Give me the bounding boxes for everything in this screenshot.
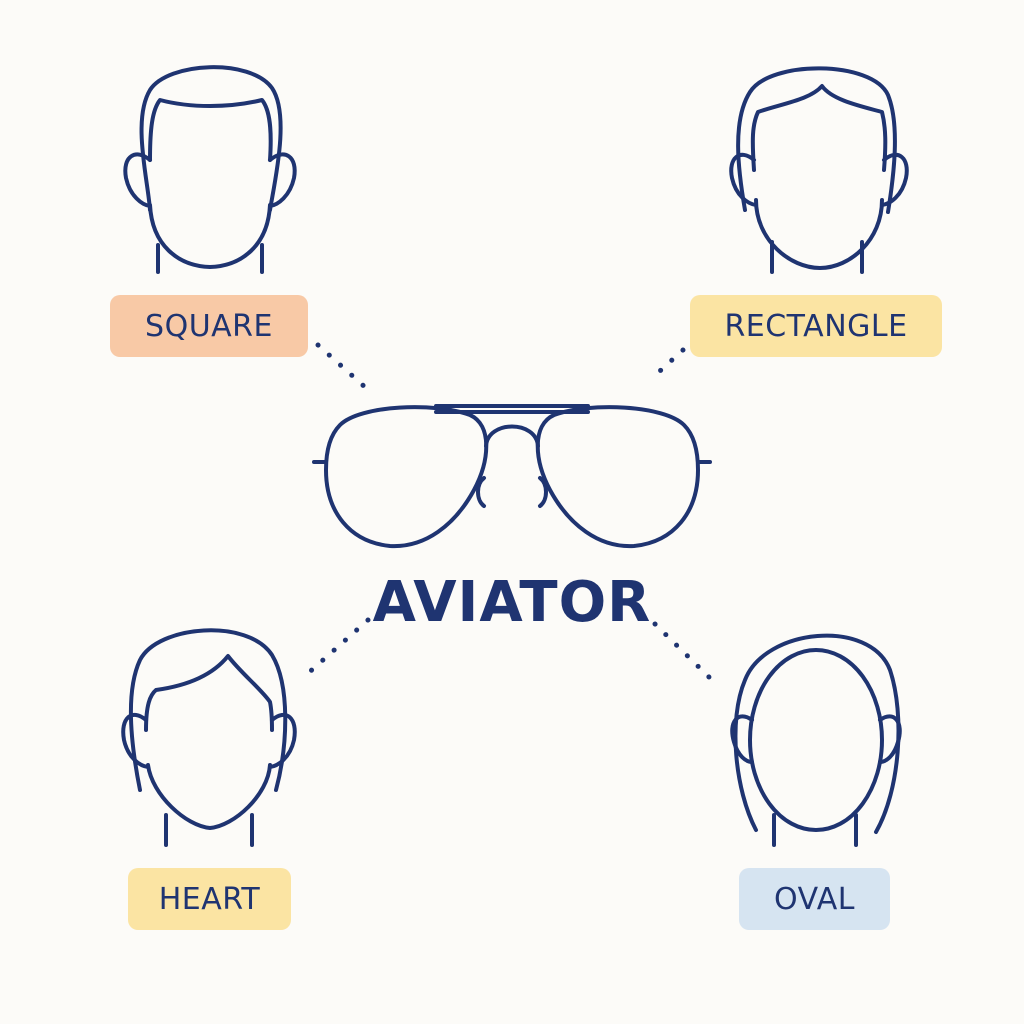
connector-heart — [302, 617, 371, 679]
face-label-heart: HEART — [128, 868, 291, 930]
face-label-oval: OVAL — [739, 868, 890, 930]
connector-square — [315, 342, 369, 391]
square-face-icon — [123, 65, 297, 274]
connectors — [302, 342, 715, 683]
center-label: AVIATOR — [372, 569, 652, 635]
face-label-square: SQUARE — [110, 295, 308, 357]
oval-face-icon — [730, 633, 902, 847]
aviator-glasses-icon — [312, 404, 712, 549]
connector-rectangle — [647, 347, 686, 383]
connector-oval — [652, 621, 715, 683]
face-label-rectangle: RECTANGLE — [690, 295, 942, 357]
heart-face-icon — [121, 628, 297, 847]
rectangle-face-icon — [729, 66, 909, 274]
